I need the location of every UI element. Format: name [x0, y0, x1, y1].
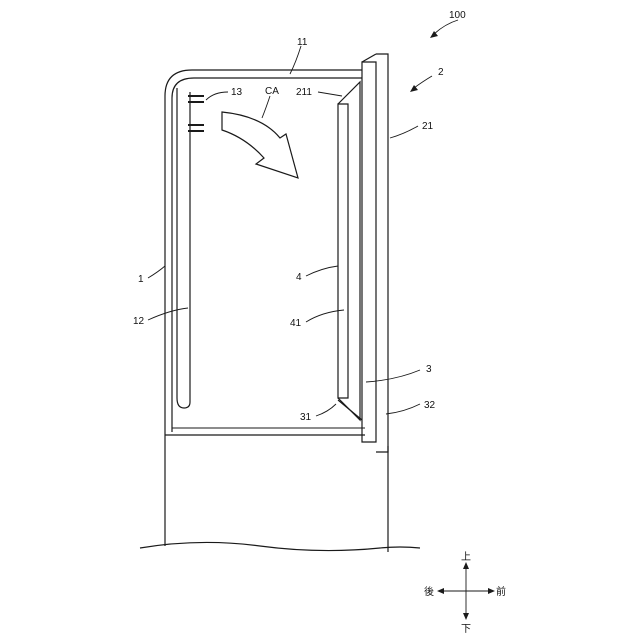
- leader-ca: [262, 96, 270, 118]
- ground-line: [140, 542, 420, 550]
- leader-211: [318, 92, 342, 96]
- label-2: 2: [438, 67, 444, 78]
- label-3: 3: [426, 364, 432, 375]
- leader-4: [306, 266, 338, 276]
- leader-3: [366, 370, 420, 382]
- door-panel-21: [362, 62, 376, 442]
- direction-up-label: 上: [461, 551, 471, 563]
- arrow-right-icon: [488, 588, 495, 594]
- airflow-arrow: [222, 112, 298, 178]
- label-211: 211: [296, 87, 312, 98]
- label-11: 11: [297, 37, 308, 48]
- leader-2: [414, 76, 432, 88]
- label-41: 41: [290, 318, 302, 329]
- label-31: 31: [300, 412, 312, 423]
- plate-4: [338, 104, 348, 398]
- label-13: 13: [231, 87, 243, 98]
- door-top-cap: [362, 54, 376, 62]
- leader-1: [148, 266, 165, 278]
- leader-12: [148, 308, 188, 320]
- arrow-down-icon: [463, 613, 469, 620]
- cabinet-body-outline: [165, 70, 388, 552]
- direction-indicator: 上 下 後 前: [424, 551, 506, 635]
- leader-100: [434, 20, 458, 34]
- direction-front-label: 前: [496, 585, 506, 598]
- label-1: 1: [138, 274, 144, 285]
- label-100: 100: [449, 10, 466, 21]
- arrow-left-icon: [437, 588, 444, 594]
- leader-32: [386, 404, 420, 414]
- leader-31: [316, 404, 336, 416]
- label-ca: CA: [265, 86, 279, 97]
- label-21: 21: [422, 121, 434, 132]
- leader-13: [206, 92, 228, 100]
- label-32: 32: [424, 400, 436, 411]
- label-4: 4: [296, 272, 302, 283]
- arrow-up-icon: [463, 562, 469, 569]
- label-12: 12: [133, 316, 145, 327]
- bracket-3: [338, 82, 360, 420]
- inner-wall: [177, 88, 190, 408]
- direction-back-label: 後: [424, 585, 434, 598]
- bracket-lower-diagonal: [338, 400, 362, 420]
- door-front-plate: [376, 54, 388, 452]
- direction-down-label: 下: [461, 624, 471, 635]
- leader-21: [390, 126, 418, 138]
